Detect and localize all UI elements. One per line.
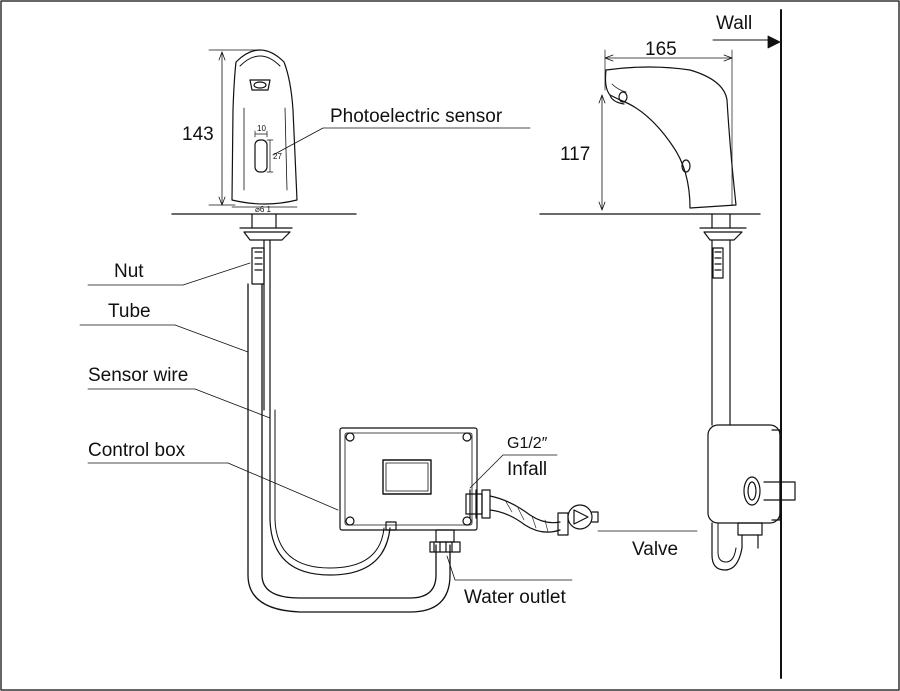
dim-sensor-width: 10 [257,124,266,133]
leader-lines [79,127,698,581]
leader-infall [469,454,558,489]
label-nut: Nut [114,261,144,282]
control-box [339,427,478,531]
inlet-hose [489,495,561,524]
side-outlet-fitting [737,522,763,536]
side-tube [711,239,731,426]
label-sensor-wire: Sensor wire [88,365,189,386]
dim-sensor-height: 27 [273,152,282,161]
side-nut-assembly [699,213,747,279]
tube [247,283,451,613]
side-faucet-body [604,66,737,209]
label-photoelectric-sensor: Photoelectric sensor [330,106,503,127]
leader-photoelectric-sensor [272,127,531,156]
sensor-window [254,139,268,173]
leader-control-box [87,462,339,511]
leader-sensor-wire [87,388,271,419]
label-g-thread: G1/2″ [507,435,548,452]
spout-outlet [249,79,271,91]
dim-side-reach: 165 [645,39,677,60]
label-valve: Valve [632,539,679,560]
label-infall: Infall [507,459,548,480]
wall-arrow-head [767,35,781,49]
side-loop [711,522,743,571]
dim-base-diameter: ⌀6 1 [255,205,271,214]
dim-side-height: 117 [560,144,591,165]
infall-fitting [465,489,491,519]
leader-water-outlet [446,555,573,581]
nut [251,247,265,285]
front-nut-assembly [239,213,293,411]
label-water-outlet: Water outlet [464,587,566,608]
label-control-box: Control box [88,440,186,461]
dim-front-height: 143 [182,124,214,145]
water-outlet-fitting [429,529,461,553]
label-wall: Wall [716,13,753,34]
leader-nut [87,262,251,286]
sensor-wire [269,409,391,576]
leader-tube [79,324,249,353]
label-tube: Tube [108,301,151,322]
valve [557,504,599,536]
front-faucet-body [231,49,298,205]
